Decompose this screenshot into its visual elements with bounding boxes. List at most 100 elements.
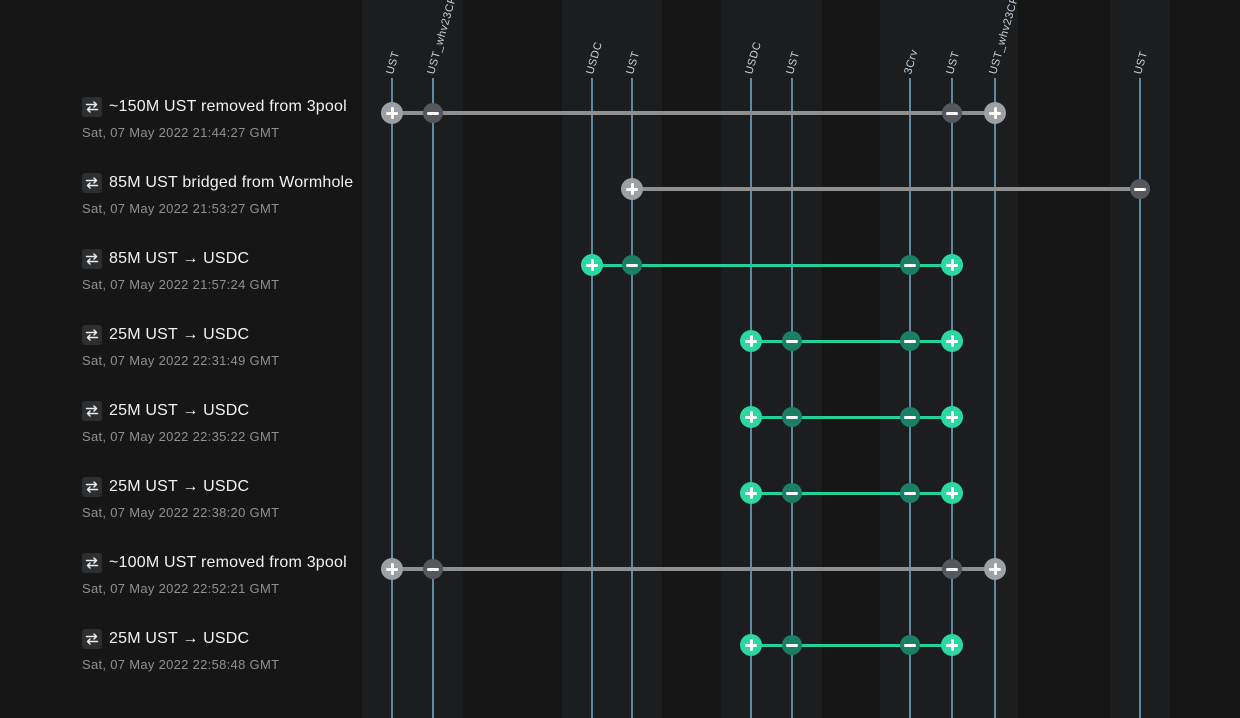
event-connector-line [392,567,995,571]
minus-marker[interactable] [782,483,802,503]
minus-marker[interactable] [782,635,802,655]
token-lane-line [994,78,996,718]
plus-marker[interactable] [941,482,963,504]
minus-icon [904,491,916,495]
minus-icon [904,263,916,267]
event-title: ~100M UST removed from 3pool [109,554,347,571]
event-row-label[interactable]: ~100M UST removed from 3pool [82,553,347,573]
minus-icon [427,111,439,115]
event-title-line: 25M UST → USDC [82,629,249,649]
plus-icon [950,639,954,651]
swap-arrows-icon [82,553,102,573]
plus-icon [749,335,753,347]
swap-arrows-icon [82,325,102,345]
plus-icon [390,563,394,575]
minus-marker[interactable] [423,559,443,579]
minus-icon [1134,187,1146,191]
event-title-line: 85M UST → USDC [82,249,249,269]
event-title: 25M UST → USDC [109,630,250,647]
token-lane-line [391,78,393,718]
swap-arrows-icon [82,97,102,117]
event-row-label[interactable]: 85M UST bridged from Wormhole [82,173,353,193]
plus-marker[interactable] [381,558,403,580]
minus-marker[interactable] [622,255,642,275]
event-connector-line [751,415,952,419]
minus-marker[interactable] [423,103,443,123]
minus-marker[interactable] [900,255,920,275]
plus-icon [390,107,394,119]
plus-marker[interactable] [984,102,1006,124]
plus-marker[interactable] [740,330,762,352]
minus-icon [786,491,798,495]
event-title-line: 25M UST → USDC [82,401,249,421]
event-connector-line [392,111,995,115]
event-timestamp: Sat, 07 May 2022 21:44:27 GMT [82,125,280,140]
token-lane-line [591,78,593,718]
plus-marker[interactable] [740,406,762,428]
token-lane-line [1139,78,1141,718]
plus-marker[interactable] [984,558,1006,580]
event-connector-line [751,643,952,647]
event-row-label[interactable]: 85M UST → USDC [82,249,249,269]
event-title-line: 25M UST → USDC [82,477,249,497]
minus-icon [786,339,798,343]
plus-marker[interactable] [740,482,762,504]
event-title: 85M UST bridged from Wormhole [109,174,354,191]
plus-marker[interactable] [941,254,963,276]
event-title-line: 85M UST bridged from Wormhole [82,173,353,193]
event-title-line: ~100M UST removed from 3pool [82,553,347,573]
plus-icon [950,411,954,423]
minus-marker[interactable] [942,559,962,579]
minus-marker[interactable] [1130,179,1150,199]
event-timestamp: Sat, 07 May 2022 22:52:21 GMT [82,581,280,596]
minus-marker[interactable] [942,103,962,123]
event-connector-line [751,491,952,495]
token-lane-line [631,78,633,718]
event-row-label[interactable]: 25M UST → USDC [82,401,249,421]
minus-marker[interactable] [782,407,802,427]
token-lane-line [791,78,793,718]
plus-icon [993,563,997,575]
event-title: 85M UST → USDC [109,250,250,267]
minus-icon [946,111,958,115]
plus-marker[interactable] [941,634,963,656]
minus-marker[interactable] [900,483,920,503]
plus-icon [950,335,954,347]
minus-icon [904,339,916,343]
swap-arrows-icon [82,477,102,497]
event-connector-line [592,263,952,267]
event-title: 25M UST → USDC [109,326,250,343]
event-row-label[interactable]: 25M UST → USDC [82,477,249,497]
minus-marker[interactable] [782,331,802,351]
swap-arrows-icon [82,249,102,269]
minus-icon [946,567,958,571]
token-lane-line [750,78,752,718]
event-title: 25M UST → USDC [109,402,250,419]
event-title-line: ~150M UST removed from 3pool [82,97,347,117]
event-row-label[interactable]: ~150M UST removed from 3pool [82,97,347,117]
plus-marker[interactable] [941,330,963,352]
event-row-label[interactable]: 25M UST → USDC [82,325,249,345]
plus-icon [630,183,634,195]
swap-arrows-icon [82,629,102,649]
plus-marker[interactable] [381,102,403,124]
minus-marker[interactable] [900,331,920,351]
event-title-line: 25M UST → USDC [82,325,249,345]
event-connector-line [751,339,952,343]
minus-icon [904,415,916,419]
minus-marker[interactable] [900,635,920,655]
lane-group-band [721,0,822,718]
plus-marker[interactable] [941,406,963,428]
event-timestamp: Sat, 07 May 2022 22:38:20 GMT [82,505,280,520]
event-row-label[interactable]: 25M UST → USDC [82,629,249,649]
minus-marker[interactable] [900,407,920,427]
plus-marker[interactable] [740,634,762,656]
plus-marker[interactable] [621,178,643,200]
minus-icon [427,567,439,571]
plus-marker[interactable] [581,254,603,276]
event-timestamp: Sat, 07 May 2022 22:31:49 GMT [82,353,280,368]
token-lane-line [909,78,911,718]
event-timestamp: Sat, 07 May 2022 22:35:22 GMT [82,429,280,444]
event-title: ~150M UST removed from 3pool [109,98,347,115]
plus-icon [749,411,753,423]
